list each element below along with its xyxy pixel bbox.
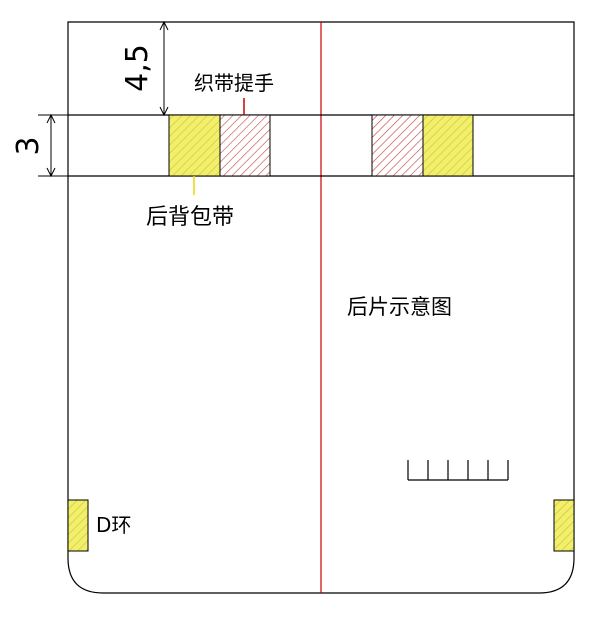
right-handle-block — [371, 114, 424, 177]
handle-label: 织带提手 — [194, 71, 274, 95]
dimension-band: 3 — [11, 113, 68, 178]
left-strap-block — [168, 114, 221, 177]
back-panel-label: 后片示意图 — [347, 295, 452, 319]
left-handle-block — [219, 114, 271, 177]
d-ring-tab-right — [553, 499, 575, 552]
d-ring-tab-left — [67, 499, 89, 552]
dimension-band-label: 3 — [11, 136, 46, 155]
dimension-top-label: 4,5 — [120, 44, 155, 92]
dimension-top: 4,5 — [120, 20, 169, 117]
d-ring-label: D环 — [96, 513, 131, 537]
right-strap-block — [422, 114, 474, 177]
strap-label: 后背包带 — [146, 205, 234, 230]
panel-outline — [67, 21, 575, 594]
ruler-mark — [407, 460, 509, 481]
